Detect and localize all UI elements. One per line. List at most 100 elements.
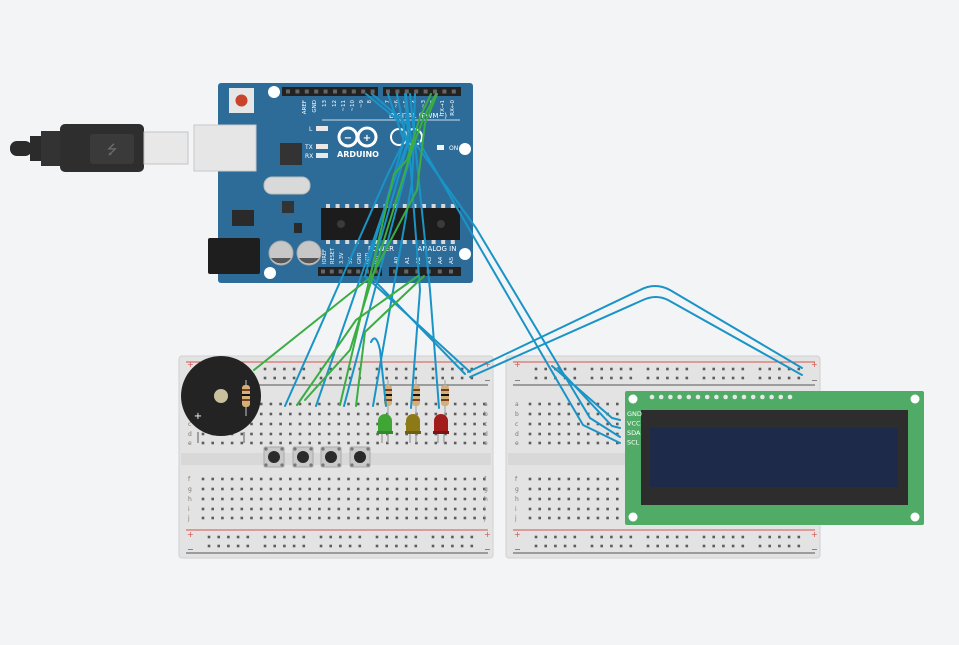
- breadboard-hole[interactable]: [424, 516, 428, 520]
- breadboard-hole[interactable]: [577, 516, 580, 520]
- breadboard-hole[interactable]: [483, 477, 486, 481]
- breadboard-hole[interactable]: [240, 441, 244, 445]
- rail-hole[interactable]: [395, 544, 398, 548]
- rail-hole[interactable]: [610, 376, 613, 380]
- breadboard-hole[interactable]: [528, 422, 532, 426]
- wire-blue[interactable]: [284, 93, 406, 407]
- breadboard-hole[interactable]: [269, 402, 273, 406]
- breadboard-hole[interactable]: [528, 497, 532, 501]
- rail-hole[interactable]: [460, 544, 464, 548]
- rail-hole[interactable]: [319, 376, 323, 380]
- breadboard-hole[interactable]: [337, 516, 341, 520]
- rail-hole[interactable]: [217, 535, 220, 539]
- rail-hole[interactable]: [768, 544, 771, 548]
- breadboard-hole[interactable]: [269, 507, 273, 511]
- piezo-buzzer[interactable]: +: [181, 356, 261, 443]
- breadboard-hole[interactable]: [463, 441, 467, 445]
- breadboard-hole[interactable]: [318, 507, 321, 511]
- rail-hole[interactable]: [797, 535, 801, 539]
- breadboard-hole[interactable]: [279, 477, 282, 481]
- breadboard-hole[interactable]: [327, 412, 331, 416]
- breadboard-hole[interactable]: [386, 441, 389, 445]
- rail-hole[interactable]: [722, 376, 725, 380]
- breadboard-hole[interactable]: [201, 432, 205, 436]
- breadboard-hole[interactable]: [327, 516, 331, 520]
- breadboard-hole[interactable]: [395, 487, 399, 491]
- rail-hole[interactable]: [460, 535, 464, 539]
- resistor-led[interactable]: [441, 380, 449, 415]
- breadboard-hole[interactable]: [453, 477, 457, 481]
- breadboard-hole[interactable]: [596, 487, 600, 491]
- breadboard-hole[interactable]: [337, 497, 341, 501]
- breadboard-hole[interactable]: [606, 507, 609, 511]
- breadboard-hole[interactable]: [376, 516, 379, 520]
- breadboard-hole[interactable]: [250, 507, 253, 511]
- rail-hole[interactable]: [619, 367, 623, 371]
- breadboard-hole[interactable]: [308, 497, 311, 501]
- rail-hole[interactable]: [431, 376, 435, 380]
- breadboard-hole[interactable]: [366, 441, 370, 445]
- rail-hole[interactable]: [731, 535, 735, 539]
- rail-hole[interactable]: [768, 535, 771, 539]
- led-red[interactable]: [433, 414, 449, 443]
- breadboard-hole[interactable]: [528, 402, 532, 406]
- breadboard-hole[interactable]: [366, 487, 370, 491]
- breadboard-hole[interactable]: [289, 507, 292, 511]
- breadboard-hole[interactable]: [586, 516, 590, 520]
- rail-hole[interactable]: [292, 544, 296, 548]
- breadboard-hole[interactable]: [327, 487, 331, 491]
- breadboard-hole[interactable]: [250, 432, 253, 436]
- rail-hole[interactable]: [712, 535, 715, 539]
- breadboard-hole[interactable]: [347, 516, 350, 520]
- breadboard-hole[interactable]: [250, 477, 253, 481]
- breadboard-hole[interactable]: [347, 402, 350, 406]
- rail-hole[interactable]: [329, 367, 332, 371]
- breadboard-hole[interactable]: [298, 516, 302, 520]
- rail-hole[interactable]: [741, 367, 745, 371]
- analog-header[interactable]: [389, 267, 461, 276]
- breadboard-hole[interactable]: [548, 477, 551, 481]
- breadboard-hole[interactable]: [586, 402, 590, 406]
- breadboard-hole[interactable]: [250, 487, 253, 491]
- breadboard-hole[interactable]: [586, 477, 590, 481]
- breadboard-hole[interactable]: [463, 487, 467, 491]
- breadboard-hole[interactable]: [548, 507, 551, 511]
- breadboard-hole[interactable]: [356, 402, 360, 406]
- breadboard-hole[interactable]: [366, 402, 370, 406]
- breadboard-hole[interactable]: [240, 507, 244, 511]
- breadboard-hole[interactable]: [318, 497, 321, 501]
- breadboard-hole[interactable]: [577, 412, 580, 416]
- rail-hole[interactable]: [329, 535, 332, 539]
- rail-hole[interactable]: [339, 376, 342, 380]
- breadboard-hole[interactable]: [269, 516, 273, 520]
- led-green[interactable]: [377, 414, 393, 443]
- breadboard-hole[interactable]: [366, 477, 370, 481]
- breadboard-hole[interactable]: [337, 412, 341, 416]
- rail-hole[interactable]: [319, 544, 323, 548]
- rail-hole[interactable]: [787, 535, 791, 539]
- header-pin[interactable]: [451, 89, 456, 94]
- breadboard-hole[interactable]: [548, 487, 551, 491]
- breadboard-hole[interactable]: [376, 412, 379, 416]
- breadboard-hole[interactable]: [250, 441, 253, 445]
- rail-hole[interactable]: [656, 535, 659, 539]
- breadboard-hole[interactable]: [596, 402, 600, 406]
- breadboard-hole[interactable]: [308, 441, 311, 445]
- breadboard-hole[interactable]: [347, 422, 350, 426]
- breadboard-hole[interactable]: [577, 497, 580, 501]
- rail-hole[interactable]: [414, 535, 418, 539]
- breadboard-hole[interactable]: [347, 412, 350, 416]
- breadboard-hole[interactable]: [538, 507, 541, 511]
- rail-hole[interactable]: [236, 535, 240, 539]
- breadboard-hole[interactable]: [308, 507, 311, 511]
- wire-blue-sda[interactable]: [412, 139, 621, 438]
- wires[interactable]: [253, 93, 803, 444]
- rail-hole[interactable]: [404, 544, 408, 548]
- rail-hole[interactable]: [273, 376, 276, 380]
- breadboard-hole[interactable]: [308, 412, 311, 416]
- header-pin[interactable]: [342, 89, 347, 94]
- breadboard-hole[interactable]: [557, 441, 561, 445]
- breadboard-hole[interactable]: [586, 422, 590, 426]
- breadboard-hole[interactable]: [528, 441, 532, 445]
